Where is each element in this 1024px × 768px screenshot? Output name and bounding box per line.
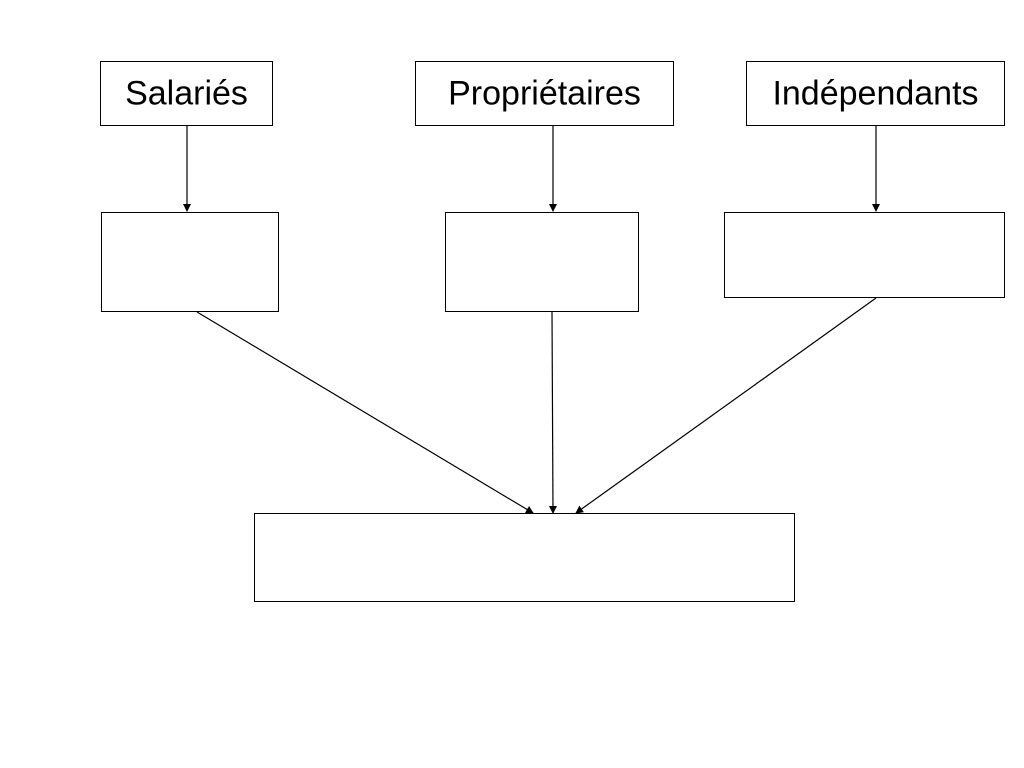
box-independants: Indépendants <box>746 61 1005 126</box>
box-proprietaires-label: Propriétaires <box>448 75 641 113</box>
box-middle-right <box>724 212 1005 298</box>
box-middle-center <box>445 212 639 312</box>
box-proprietaires: Propriétaires <box>415 61 674 126</box>
arrow-middle-right-to-bottom <box>575 297 877 514</box>
arrow-middle-left-to-bottom <box>196 311 534 514</box>
box-salaries-label: Salariés <box>125 75 248 113</box>
arrow-middle-center-to-bottom <box>548 311 557 514</box>
box-salaries: Salariés <box>100 61 273 126</box>
box-middle-left <box>101 212 279 312</box>
box-independants-label: Indépendants <box>772 75 978 113</box>
box-bottom <box>254 513 795 602</box>
